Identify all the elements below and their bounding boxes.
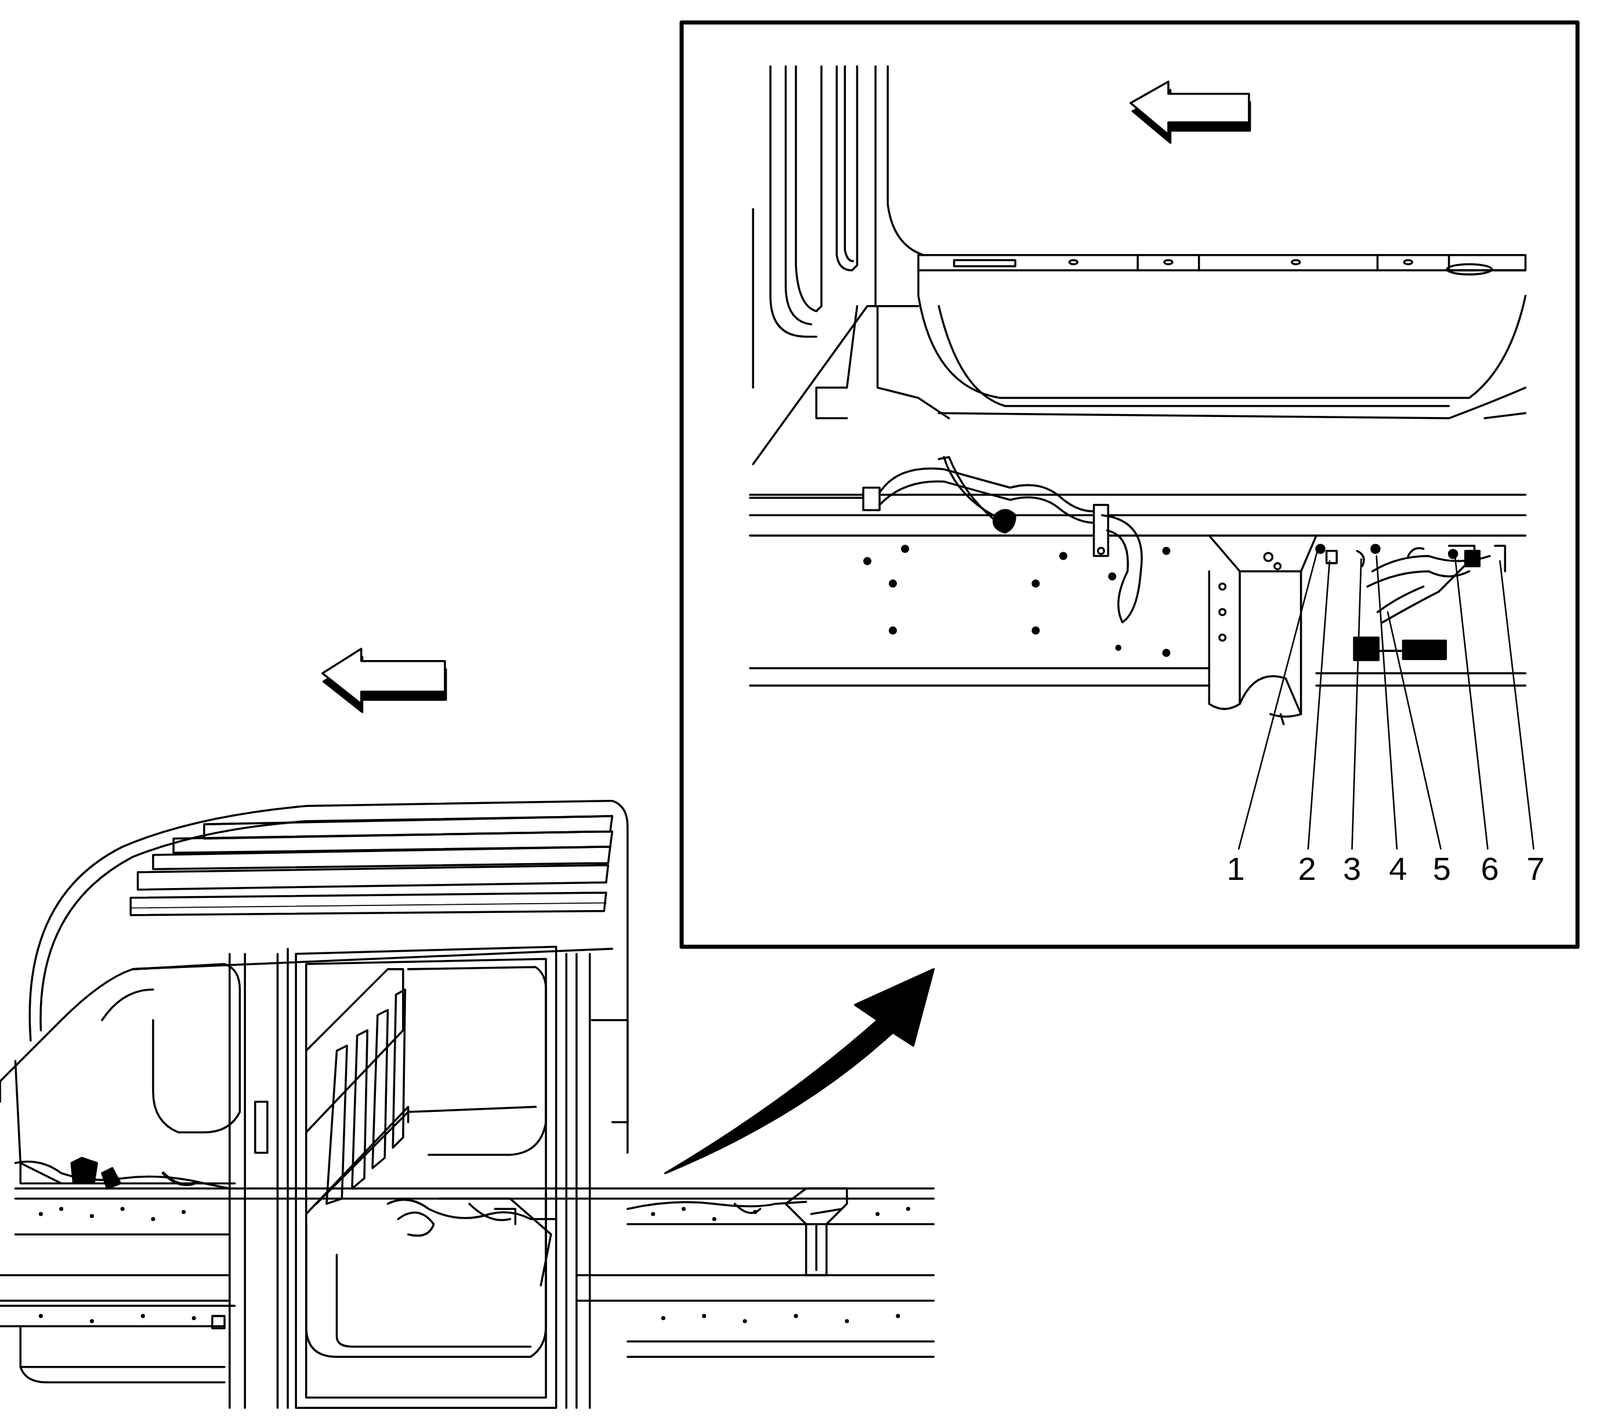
callout-number: 1 (1225, 852, 1246, 886)
callout-number: 5 (1431, 852, 1453, 886)
rivets (863, 544, 1171, 657)
forward-arrow (1130, 81, 1251, 144)
callout-number: 7 (1525, 852, 1547, 886)
detail-arrow (665, 969, 935, 1174)
frame-rail (0, 1188, 934, 1357)
forward-arrow (322, 649, 447, 713)
callout-number: 3 (1341, 852, 1363, 886)
callout-number: 6 (1479, 852, 1500, 886)
rivets (38, 1207, 911, 1324)
frame-rail (750, 494, 1526, 725)
inset-border (681, 22, 1578, 947)
cab-floor (918, 255, 1526, 419)
wiring-harness (15, 1157, 806, 1236)
cab-body (0, 801, 628, 1408)
leader-lines (1238, 551, 1534, 850)
callout-number: 2 (1297, 852, 1318, 886)
cab-pillar (753, 66, 950, 465)
callout-number: 4 (1387, 852, 1408, 886)
